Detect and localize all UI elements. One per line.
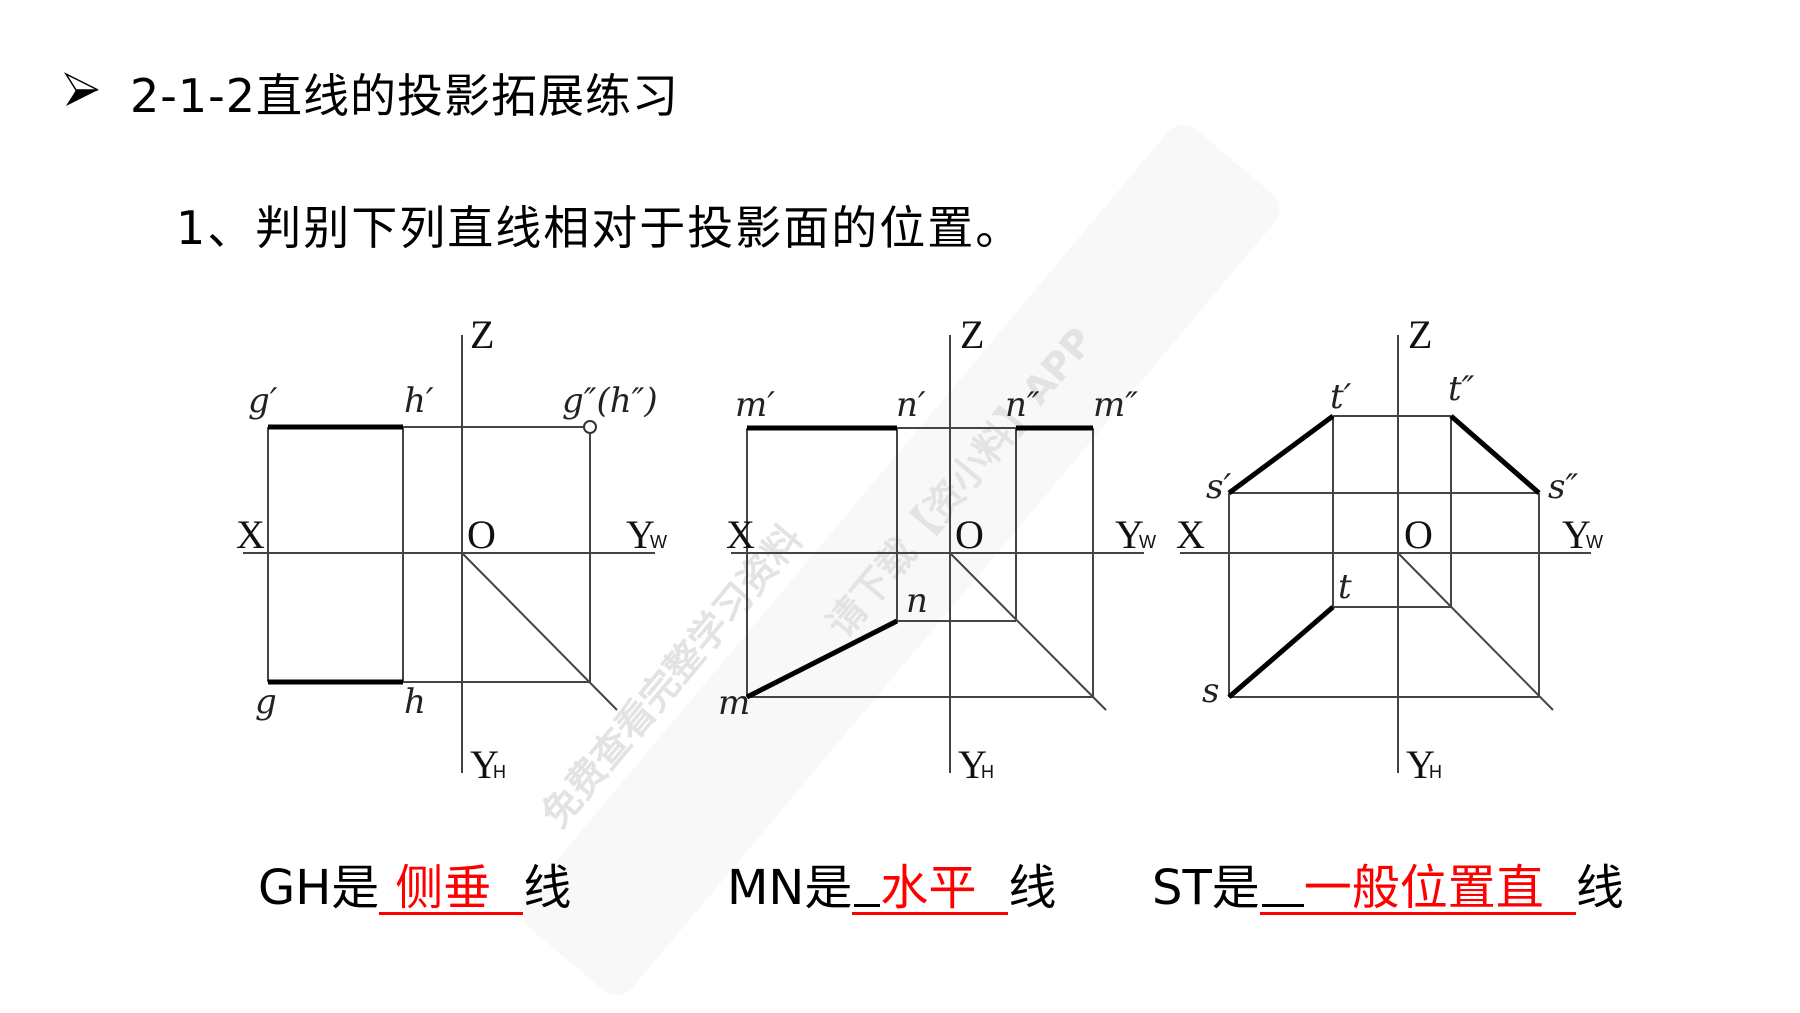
diagram-st (1180, 335, 1591, 773)
axis-yh-label: Y (958, 742, 987, 787)
point-label-g-prime: g′ (248, 381, 278, 421)
answer-gh-prefix: GH是 (258, 860, 380, 916)
point-label-n-prime: n′ (896, 385, 926, 425)
axis-yh-subscript: H (981, 762, 994, 782)
answer-st-suffix: 线 (1575, 860, 1624, 916)
origin-label: O (955, 512, 984, 557)
axis-yh-label: Y (470, 742, 499, 787)
point-label-n: n (906, 581, 928, 621)
axis-yw-label: Y (626, 512, 655, 557)
axis-x-label: X (236, 512, 265, 557)
axis-z-label: Z (1408, 312, 1432, 357)
answer-st-blank[interactable]: 一般位置直 (1259, 864, 1576, 915)
answer-mn-value: 水平 (880, 860, 977, 916)
point-label-t-dprime: t″ (1448, 369, 1475, 409)
point-label-g-dprime: g″(h″) (562, 381, 658, 421)
axis-yw-subscript: W (1139, 532, 1156, 552)
axis-z-label: Z (960, 312, 984, 357)
point-label-m: m (718, 683, 750, 723)
question-prompt: 1、判别下列直线相对于投影面的位置。 (176, 201, 1024, 255)
origin-label: O (467, 512, 496, 557)
point-label-g: g (255, 682, 277, 722)
point-label-m-dprime: m″ (1093, 385, 1138, 425)
axis-yh-subscript: H (493, 762, 506, 782)
axis-x-label: X (1176, 512, 1205, 557)
diagram-mn (731, 335, 1144, 773)
axis-x-label: X (726, 512, 755, 557)
answer-gh-blank[interactable]: 侧垂 (379, 864, 524, 915)
answer-mn-suffix: 线 (1008, 860, 1057, 916)
axis-yw-label: Y (1562, 512, 1591, 557)
answer-st-prefix: ST是 (1152, 860, 1260, 916)
answer-st-value: 一般位置直 (1303, 860, 1544, 916)
diagram-gh (243, 335, 655, 773)
point-label-h: h (404, 682, 426, 722)
answer-mn-blank[interactable]: 水平 (852, 864, 1009, 915)
point-label-t: t (1338, 567, 1352, 607)
axis-yw-subscript: W (650, 532, 667, 552)
answer-mn: MN是水平线 (727, 848, 1056, 918)
answer-mn-prefix: MN是 (727, 860, 853, 916)
origin-label: O (1404, 512, 1433, 557)
answer-gh: GH是侧垂线 (258, 848, 571, 918)
point-label-m-prime: m′ (735, 385, 775, 425)
answer-gh-suffix: 线 (523, 860, 572, 916)
answer-gh-value: 侧垂 (395, 860, 492, 916)
axis-yw-subscript: W (1586, 532, 1603, 552)
axis-z-label: Z (470, 312, 494, 357)
answer-st: ST是一般位置直线 (1152, 848, 1624, 918)
axis-yh-label: Y (1406, 742, 1435, 787)
point-label-s-prime: s′ (1206, 467, 1231, 507)
arrow-bullet-icon (63, 72, 99, 106)
point-label-s-dprime: s″ (1548, 467, 1578, 507)
axis-yw-label: Y (1115, 512, 1144, 557)
slide-heading: 2-1-2直线的投影拓展练习 (130, 69, 679, 123)
point-label-h-prime: h′ (404, 381, 434, 421)
point-label-n-dprime: n″ (1005, 385, 1040, 425)
axis-yh-subscript: H (1429, 762, 1442, 782)
point-label-t-prime: t′ (1330, 377, 1352, 417)
point-label-s: s (1202, 671, 1219, 711)
